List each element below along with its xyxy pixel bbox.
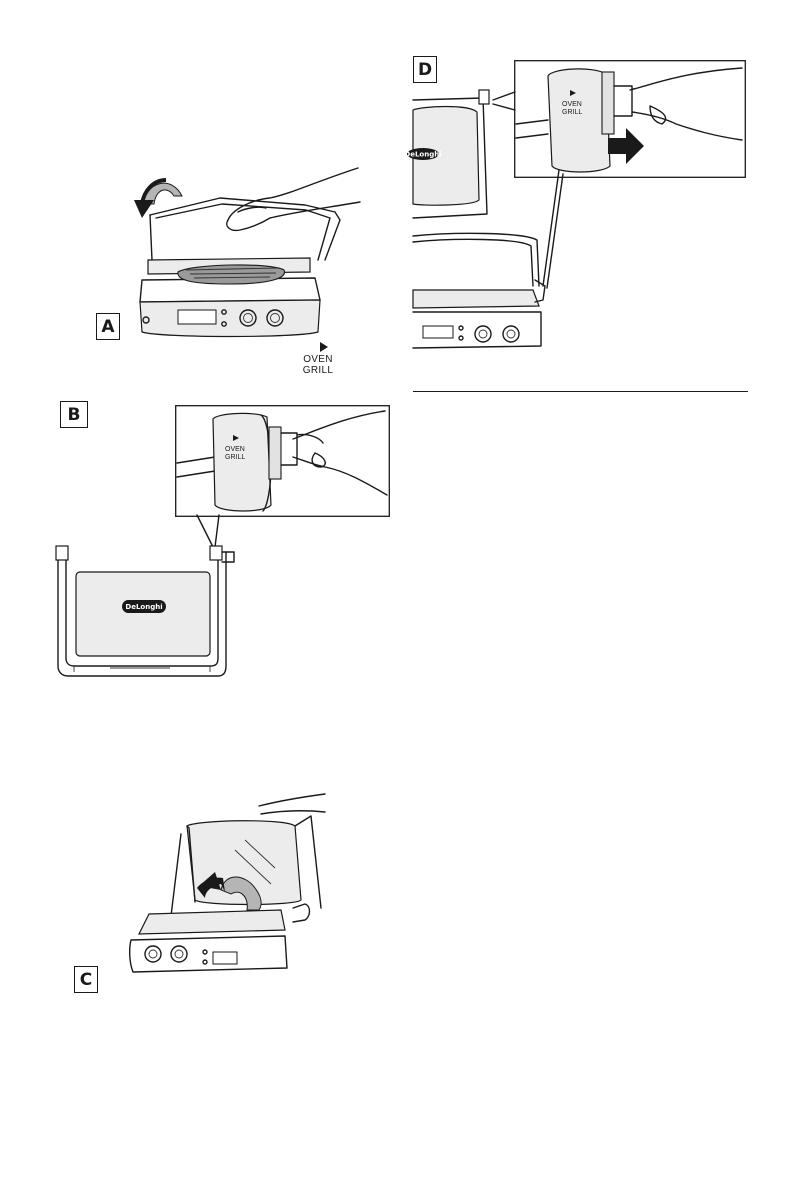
grill-closing-illustration [120, 160, 380, 345]
brand-logo-b: DeLonghi [125, 603, 162, 611]
grill-opening-illustration [125, 792, 330, 982]
grill-label: GRILL [300, 366, 336, 376]
svg-text:GRILL: GRILL [225, 454, 245, 461]
grill-side-view: DeLonghi [413, 90, 563, 350]
svg-text:OVEN: OVEN [562, 101, 582, 108]
section-divider [413, 391, 748, 392]
figure-label-c: C [74, 966, 98, 993]
figure-label-d: D [413, 56, 437, 83]
grill-open-topview: DeLonghi [50, 540, 240, 678]
selector-zoom-inset: OVEN GRILL [175, 405, 390, 517]
svg-text:OVEN: OVEN [225, 446, 245, 453]
pointer-triangle-icon [318, 341, 330, 353]
svg-text:GRILL: GRILL [562, 109, 582, 116]
figure-label-a: A [96, 313, 120, 340]
oven-label: OVEN [300, 355, 336, 365]
figure-label-b: B [60, 401, 88, 428]
brand-logo-d: DeLonghi [404, 151, 441, 159]
